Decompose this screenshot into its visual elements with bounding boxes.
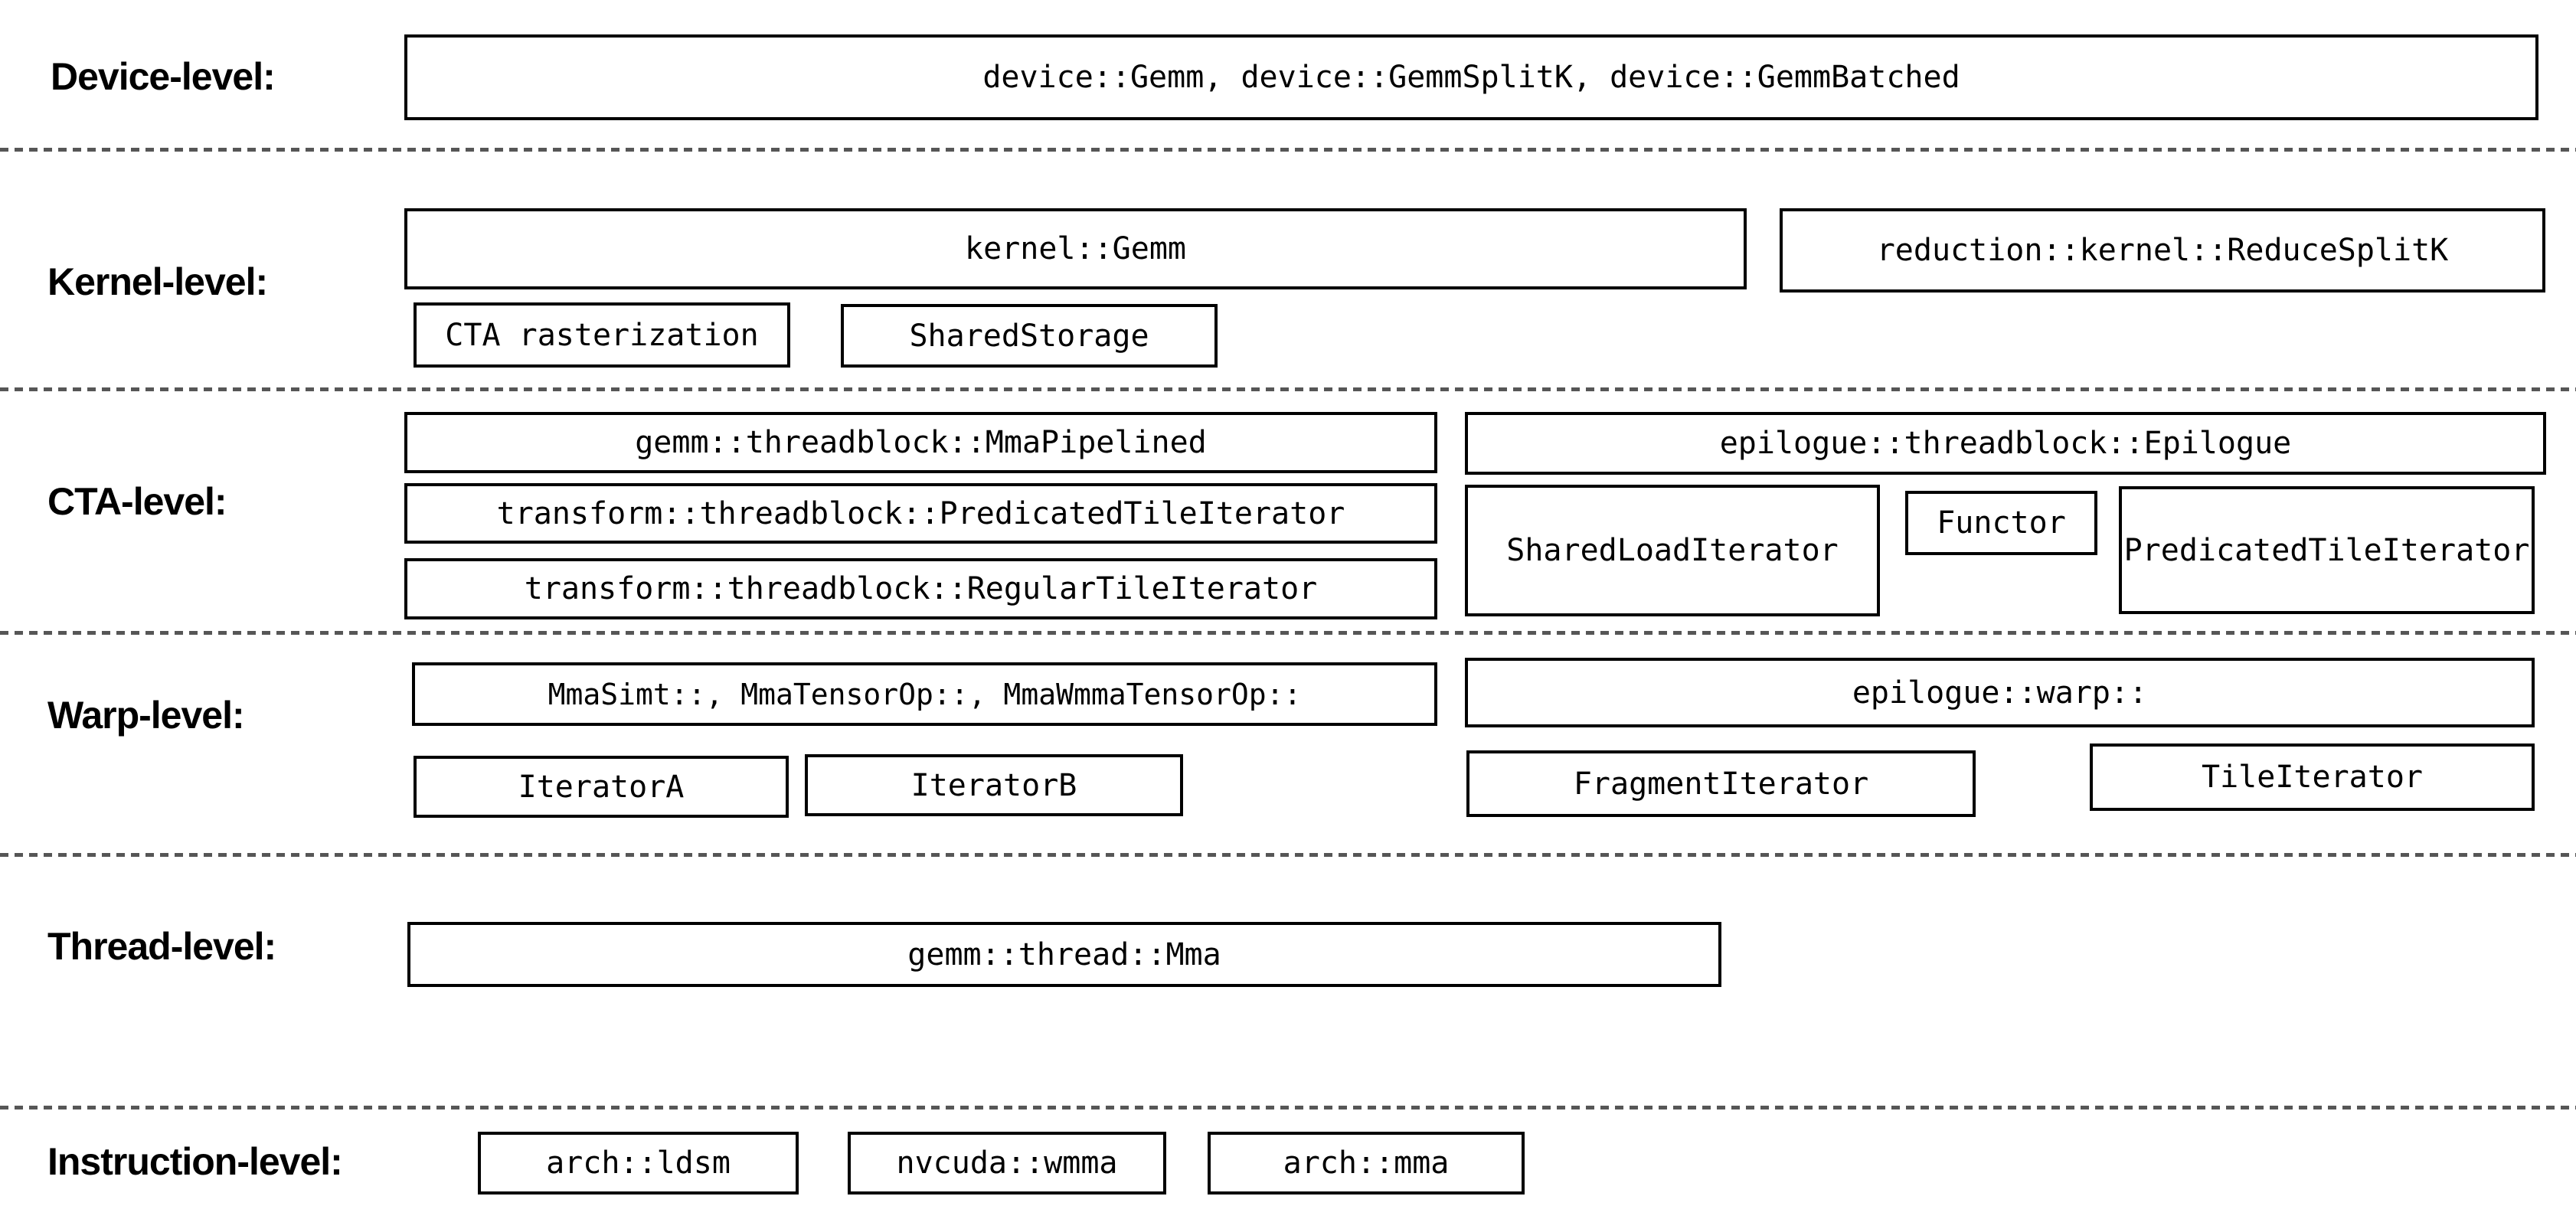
divider-device-kernel bbox=[0, 148, 2576, 152]
box-functor: Functor bbox=[1905, 491, 2097, 555]
box-arch-ldsm: arch::ldsm bbox=[478, 1132, 799, 1194]
box-cta-rasterization: CTA rasterization bbox=[414, 302, 790, 368]
divider-kernel-cta bbox=[0, 387, 2576, 391]
box-thread-mma: gemm::thread::Mma bbox=[407, 922, 1721, 987]
box-warp-mma-ops: MmaSimt::, MmaTensorOp::, MmaWmmaTensorO… bbox=[412, 662, 1437, 726]
level-label-instruction: Instruction-level: bbox=[47, 1140, 343, 1183]
box-nvcuda-wmma: nvcuda::wmma bbox=[848, 1132, 1166, 1194]
divider-warp-thread bbox=[0, 853, 2576, 857]
level-label-thread: Thread-level: bbox=[47, 925, 276, 968]
box-iterator-a: IteratorA bbox=[414, 756, 789, 818]
box-arch-mma: arch::mma bbox=[1208, 1132, 1525, 1194]
box-epilogue-predicated-tile-iterator: PredicatedTileIterator bbox=[2119, 486, 2535, 614]
box-reduce-splitk: reduction::kernel::ReduceSplitK bbox=[1780, 208, 2545, 292]
box-regular-tile-iterator: transform::threadblock::RegularTileItera… bbox=[404, 558, 1437, 619]
box-epilogue-threadblock: epilogue::threadblock::Epilogue bbox=[1465, 412, 2546, 475]
level-label-cta: CTA-level: bbox=[47, 480, 227, 523]
box-mma-pipelined: gemm::threadblock::MmaPipelined bbox=[404, 412, 1437, 473]
level-label-kernel: Kernel-level: bbox=[47, 260, 268, 303]
divider-thread-instruction bbox=[0, 1106, 2576, 1110]
box-iterator-b: IteratorB bbox=[805, 754, 1183, 816]
box-shared-storage: SharedStorage bbox=[841, 304, 1218, 368]
box-fragment-iterator: FragmentIterator bbox=[1466, 750, 1976, 817]
box-device-gemm-family: device::Gemm, device::GemmSplitK, device… bbox=[404, 34, 2538, 120]
box-epilogue-warp: epilogue::warp:: bbox=[1465, 658, 2535, 727]
box-tile-iterator: TileIterator bbox=[2090, 743, 2535, 811]
box-predicated-tile-iterator: transform::threadblock::PredicatedTileIt… bbox=[404, 483, 1437, 544]
level-label-device: Device-level: bbox=[51, 55, 276, 98]
divider-cta-warp bbox=[0, 631, 2576, 635]
level-label-warp: Warp-level: bbox=[47, 694, 245, 737]
box-shared-load-iterator: SharedLoadIterator bbox=[1465, 485, 1880, 616]
box-kernel-gemm: kernel::Gemm bbox=[404, 208, 1747, 289]
